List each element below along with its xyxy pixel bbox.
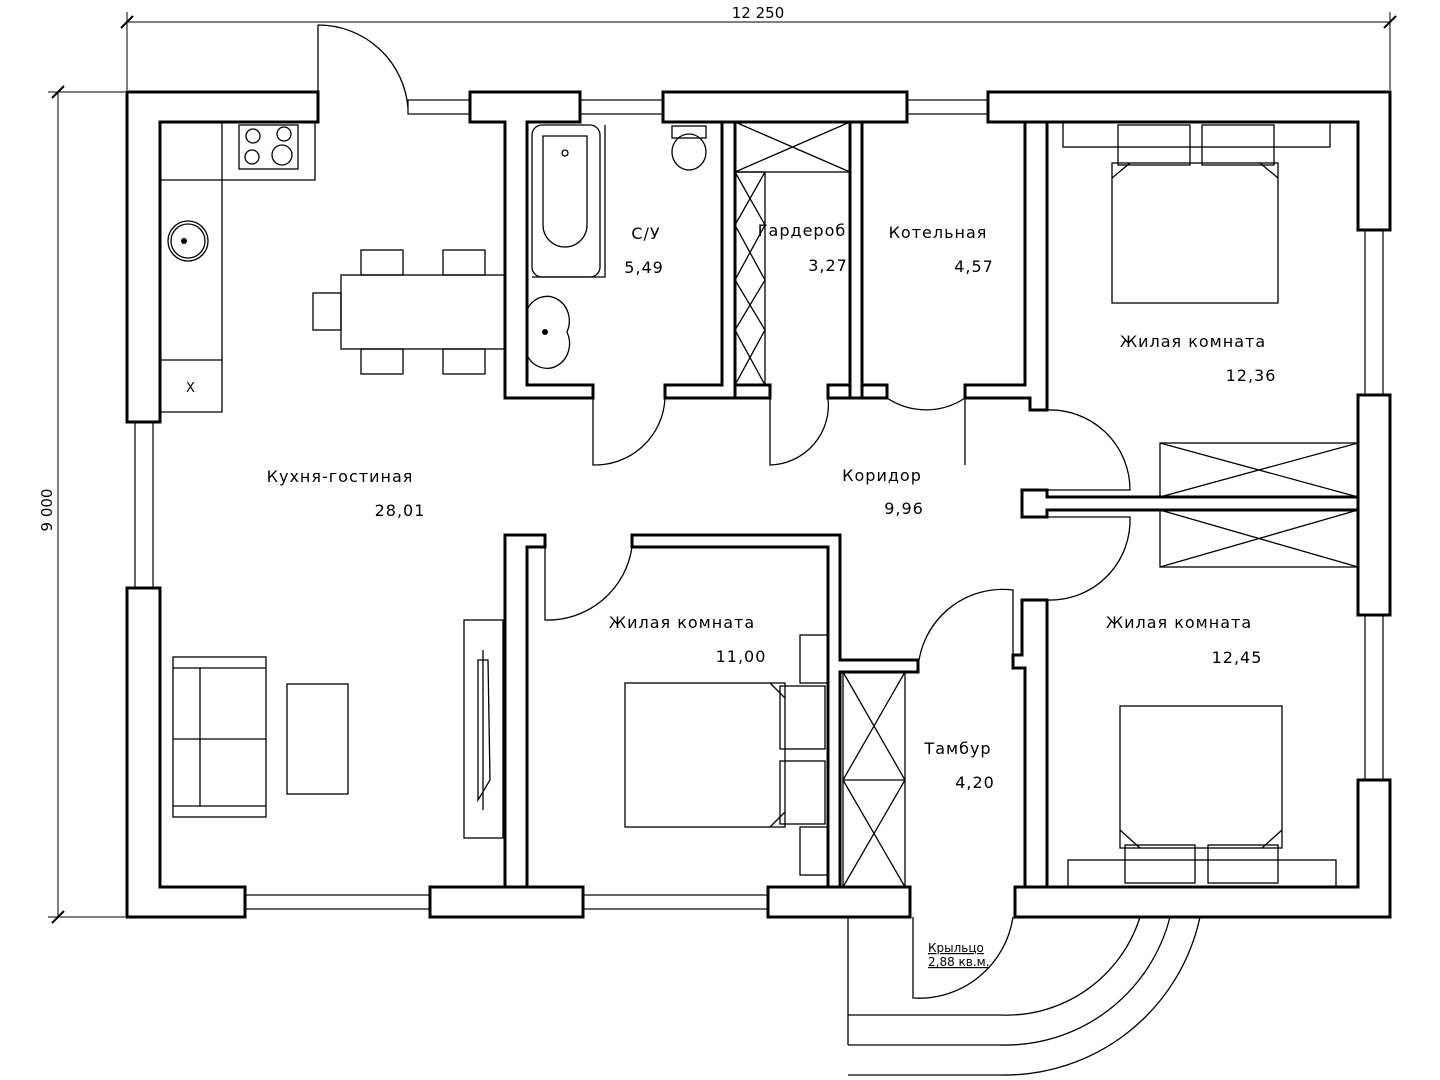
- room-name-vestibule: Тамбур: [923, 739, 991, 758]
- room-name-bedroom-3: Жилая комната: [1106, 613, 1252, 632]
- bed-bedroom-1: [1062, 121, 1331, 304]
- porch-steps: [847, 916, 1201, 1076]
- dining-table: [312, 249, 506, 375]
- room-name-bathroom: С/У: [631, 224, 660, 243]
- bed-bedroom-2: [624, 634, 829, 876]
- room-area-boiler: 4,57: [954, 257, 994, 276]
- kitchen-counter: [160, 122, 316, 413]
- room-area-bedroom-2: 11,00: [716, 647, 767, 666]
- wardrobes: [734, 121, 1359, 888]
- tv-stand: [463, 619, 504, 839]
- sofa: [172, 656, 349, 818]
- room-area-wardrobe: 3,27: [808, 256, 848, 275]
- room-area-vestibule: 4,20: [955, 773, 995, 792]
- room-name-bedroom-2: Жилая комната: [609, 613, 755, 632]
- doors: [317, 24, 1131, 999]
- dimension-width-label: 12 250: [732, 4, 785, 22]
- room-name-bedroom-1: Жилая комната: [1120, 332, 1266, 351]
- room-name-wardrobe: Гардероб: [758, 221, 846, 240]
- room-name-corridor: Коридор: [842, 466, 922, 485]
- bathroom-fixtures: [526, 124, 707, 369]
- room-area-bedroom-1: 12,36: [1226, 366, 1277, 385]
- room-area-bathroom: 5,49: [624, 258, 664, 277]
- walls: [125, 90, 1392, 919]
- dimension-height: [48, 85, 125, 924]
- windows: [134, 99, 1384, 910]
- room-area-corridor: 9,96: [884, 499, 924, 518]
- porch-area: 2,88 кв.м.: [928, 955, 990, 969]
- room-name-boiler: Котельная: [889, 223, 988, 242]
- bed-bedroom-3: [1067, 705, 1337, 888]
- dimension-width: [120, 12, 1397, 90]
- room-name-kitchen-living: Кухня-гостиная: [267, 467, 414, 486]
- porch-name: Крыльцо: [928, 941, 984, 955]
- dimension-height-label: 9 000: [38, 489, 56, 532]
- room-area-kitchen-living: 28,01: [375, 501, 426, 520]
- kitchen-appliance-mark: X: [186, 381, 196, 396]
- room-area-bedroom-3: 12,45: [1212, 648, 1263, 667]
